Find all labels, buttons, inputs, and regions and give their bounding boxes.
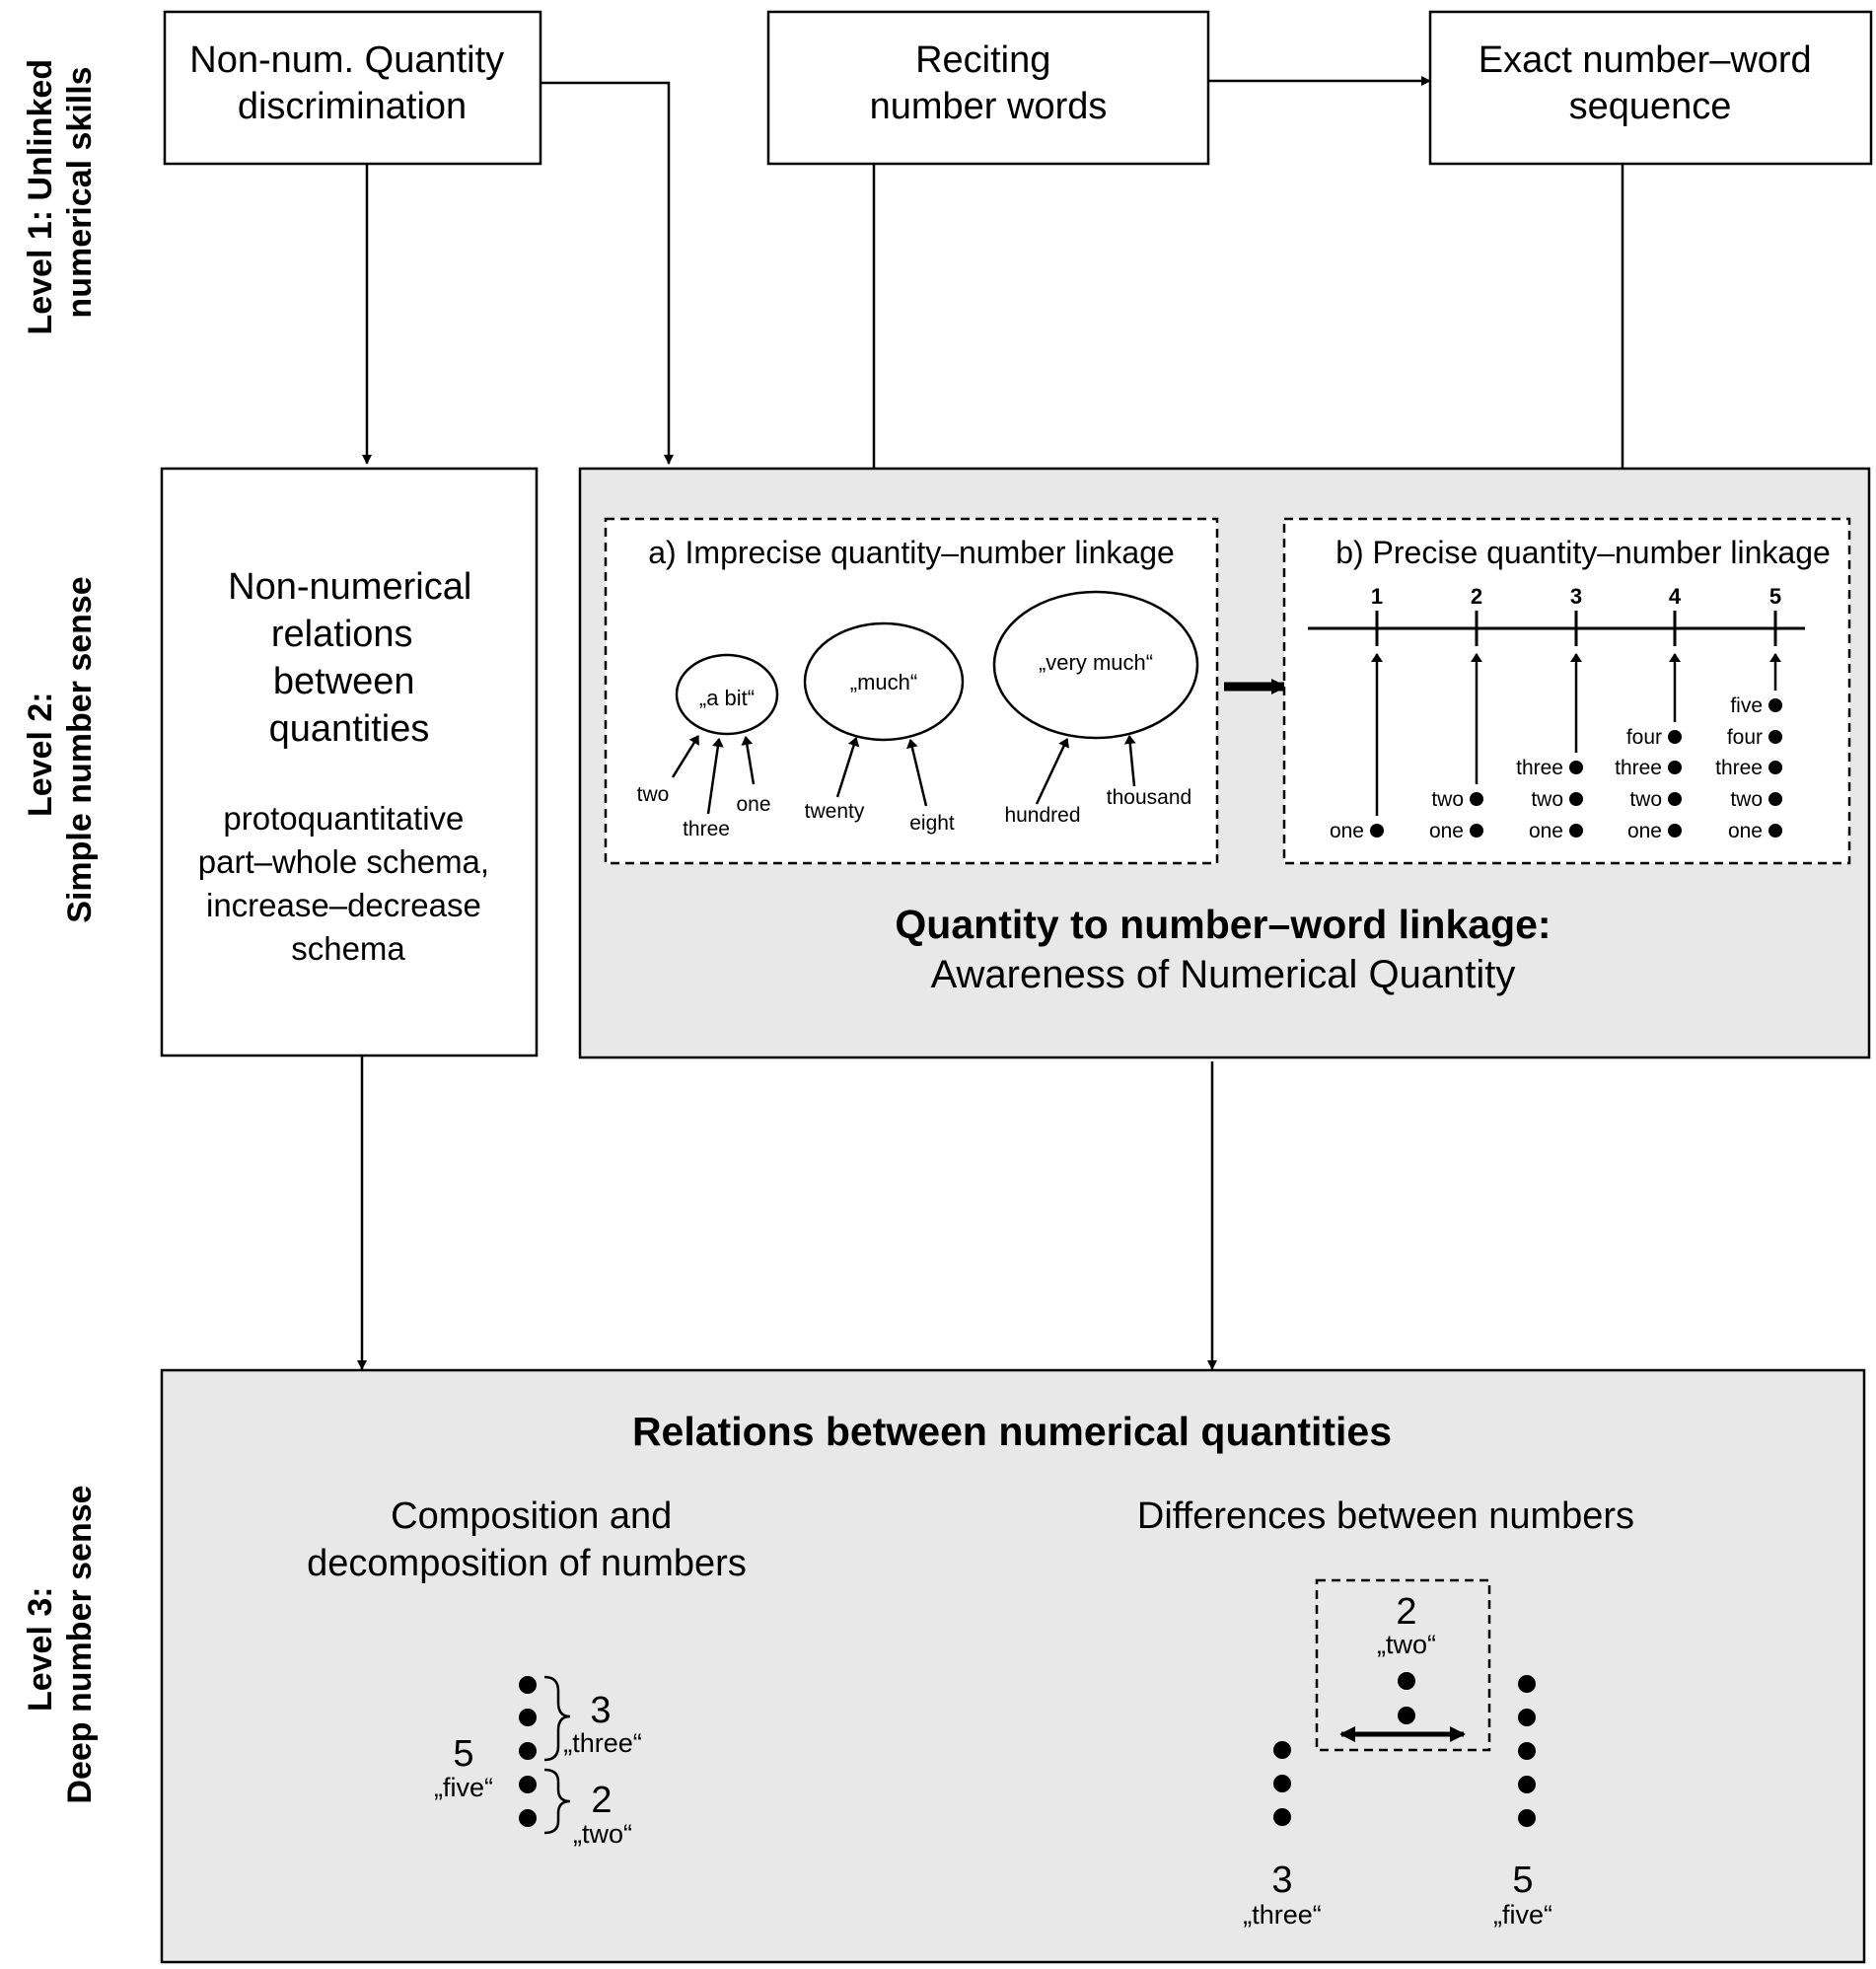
count-word: two	[1730, 788, 1763, 811]
composition-braces	[543, 1675, 571, 1835]
level2-label: Level 2: Simple number sense	[22, 576, 99, 922]
difference-right-word: „five“	[1493, 1900, 1552, 1930]
differences-title: Differences between numbers	[1137, 1495, 1634, 1537]
bubble-much-label: „much“	[850, 670, 917, 694]
difference-number: 2	[1396, 1591, 1416, 1633]
count-dot	[1768, 792, 1782, 806]
count-word: one	[1529, 820, 1563, 842]
count-word: one	[1627, 820, 1662, 842]
connector-discrimination-to-linkage	[541, 81, 674, 465]
precise-linkage-title: b) Precise quantity–number linkage	[1335, 535, 1831, 570]
count-dot	[1470, 792, 1483, 806]
composition-title: Composition and decomposition of numbers	[307, 1495, 747, 1584]
count-word: one	[1429, 820, 1464, 842]
exact-number-word-sequence-box: Exact number–word sequence	[1428, 10, 1873, 166]
svg-text:one: one	[736, 793, 770, 816]
imprecise-bubbles	[675, 590, 1199, 742]
imprecise-word-arrows	[671, 735, 1136, 815]
count-dot	[1569, 761, 1583, 774]
bubble-much	[803, 621, 965, 742]
svg-text:twenty: twenty	[805, 800, 865, 823]
count-word: three	[1715, 757, 1763, 779]
number-line-tick-label: 2	[1471, 584, 1482, 609]
count-dot	[1768, 761, 1782, 774]
bubble-a-bit	[675, 653, 779, 736]
svg-text:hundred: hundred	[1004, 804, 1080, 827]
count-dot	[1569, 792, 1583, 806]
svg-text:thousand: thousand	[1107, 786, 1191, 809]
count-word: two	[1629, 788, 1662, 811]
count-dot	[1668, 824, 1682, 838]
difference-box	[1315, 1578, 1491, 1752]
level3-label: Level 3: Deep number sense	[22, 1485, 99, 1803]
bubble-very-much-label: „very much“	[1039, 650, 1153, 675]
svg-text:three: three	[683, 818, 730, 840]
count-dot	[1668, 761, 1682, 774]
count-dot	[1768, 824, 1782, 838]
count-word: one	[1330, 820, 1364, 842]
count-word: three	[1615, 757, 1662, 779]
level1-connectors	[362, 76, 1627, 522]
number-line-tick-label: 1	[1371, 584, 1383, 609]
number-line-tick-label: 5	[1769, 584, 1781, 609]
count-dot	[1668, 730, 1682, 744]
difference-word: „two“	[1377, 1630, 1436, 1659]
count-dot	[1470, 824, 1483, 838]
count-word: two	[1431, 788, 1464, 811]
difference-right-number: 5	[1512, 1860, 1533, 1901]
svg-text:Reciting number words: Reciting number words	[870, 39, 1108, 127]
difference-left-word: „three“	[1243, 1900, 1322, 1930]
count-word: two	[1531, 788, 1563, 811]
composition-total-number: 5	[453, 1733, 473, 1775]
count-word: four	[1727, 726, 1763, 749]
count-word: three	[1516, 757, 1563, 779]
count-word: four	[1626, 726, 1662, 749]
svg-text:Non-num. Quantity discri: Non-num. Quantity discrimination	[189, 39, 514, 127]
non-numerical-relations-box: Non-numerical relations between quantiti…	[160, 467, 539, 1057]
precise-number-line: 1 one 2 one two 3 one two three 4 one two three four 5…	[1308, 584, 1805, 842]
count-dot	[1768, 698, 1782, 712]
composition-part2-word: „two“	[573, 1819, 632, 1849]
quantity-discrimination-box: Non-num. Quantity discrimination	[163, 10, 542, 166]
count-dot	[1668, 792, 1682, 806]
quantity-linkage-title: Quantity to number–word linkage:	[895, 902, 1551, 947]
reciting-number-words-box: Reciting number words	[766, 10, 1210, 166]
relations-title: Relations between numerical quantities	[632, 1409, 1392, 1454]
composition-dots	[519, 1676, 537, 1827]
svg-text:Non-numerical relations: Non-numerical relations between quantiti…	[228, 566, 482, 750]
number-line-tick-label: 4	[1669, 584, 1682, 609]
count-dot	[1569, 824, 1583, 838]
level2-connectors	[357, 1056, 1217, 1370]
composition-part2-number: 2	[591, 1780, 612, 1821]
svg-text:two: two	[637, 783, 670, 806]
quantity-linkage-panel: a) Imprecise quantity–number linkage „a …	[578, 467, 1871, 1059]
svg-text:eight: eight	[909, 812, 955, 835]
precise-linkage-box	[1282, 517, 1851, 865]
imprecise-linkage-title: a) Imprecise quantity–number linkage	[648, 535, 1175, 570]
composition-total-word: „five“	[434, 1773, 493, 1802]
imprecise-words: two three one twenty eight hundred thous…	[637, 783, 1192, 840]
difference-left-number: 3	[1271, 1860, 1292, 1901]
composition-part1-number: 3	[590, 1690, 611, 1731]
count-dot	[1768, 730, 1782, 744]
composition-part1-word: „three“	[563, 1728, 642, 1758]
svg-text:Exact number–word sequen: Exact number–word sequence	[1479, 39, 1823, 127]
level1-label: Level 1: Unlinked numerical skills	[22, 49, 99, 334]
count-word: one	[1728, 820, 1763, 842]
svg-text:protoquantitative part–w: protoquantitative part–whole schema, inc…	[198, 800, 499, 967]
count-word: five	[1730, 694, 1763, 717]
bubble-a-bit-label: „a bit“	[699, 686, 755, 710]
difference-dots	[1273, 1672, 1536, 1827]
count-dot	[1370, 824, 1384, 838]
number-line-tick-label: 3	[1570, 584, 1582, 609]
quantity-linkage-subtitle: Awareness of Numerical Quantity	[931, 953, 1516, 996]
relations-numerical-quantities-panel: Relations between numerical quantities C…	[160, 1368, 1866, 1964]
bubble-very-much	[992, 590, 1199, 740]
